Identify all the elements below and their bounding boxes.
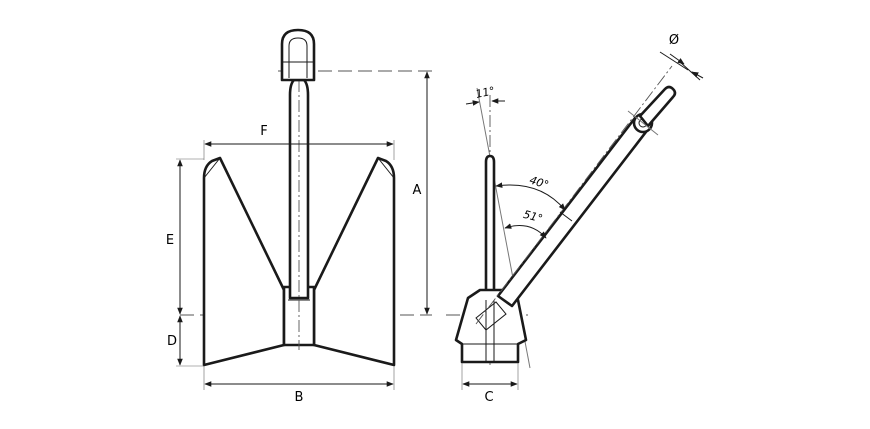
front-view: F B E D A	[166, 28, 528, 405]
right-fluke	[312, 156, 396, 367]
side-view: Ø 11° 40° 51° C	[454, 33, 704, 405]
shackle-inner	[288, 37, 308, 78]
dim-40-arc	[495, 182, 566, 211]
label-a: A	[413, 183, 422, 198]
shackle-cross	[627, 110, 659, 136]
dia-arrow-2	[691, 71, 704, 79]
dia-ext-2	[679, 61, 701, 81]
right-fluke-tip	[377, 157, 395, 179]
dim-51-arc	[504, 223, 547, 239]
label-angle-11: 11°	[474, 84, 496, 101]
label-angle-40: 40°	[528, 173, 551, 191]
label-b: B	[295, 390, 304, 405]
shank-joint	[559, 211, 573, 222]
label-diameter: Ø	[669, 33, 679, 48]
dia-ext-1	[659, 51, 689, 71]
label-c: C	[484, 390, 493, 405]
side-fluke	[484, 154, 496, 302]
crown-pivot	[475, 301, 507, 331]
label-f: F	[260, 124, 267, 139]
shackle-pin	[281, 61, 315, 81]
label-angle-51: 51°	[522, 208, 544, 226]
label-e: E	[166, 233, 174, 248]
left-fluke-tip	[203, 157, 221, 179]
side-shackle	[638, 85, 677, 128]
shank-axis	[475, 65, 673, 325]
dia-arrow-1	[669, 53, 685, 65]
left-fluke	[202, 156, 286, 367]
label-d: D	[167, 334, 177, 349]
side-shank	[496, 116, 651, 308]
dim-11-arrow-left	[465, 100, 480, 106]
